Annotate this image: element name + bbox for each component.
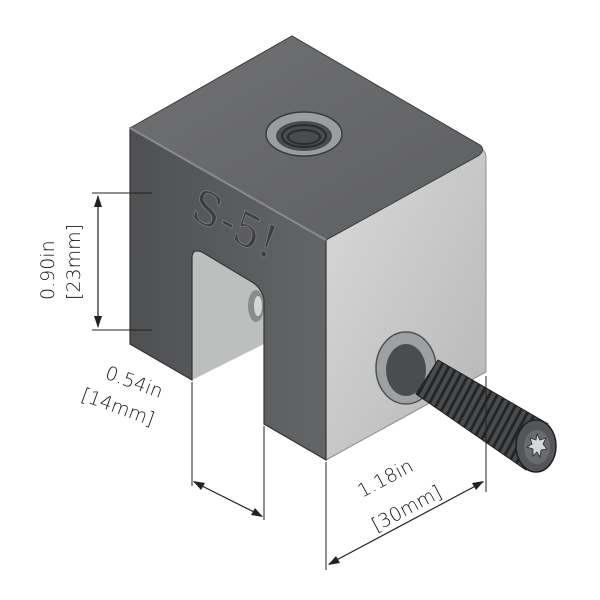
height-imperial-label: 0.90in xyxy=(37,240,59,300)
dimension-height: 0.90in [23mm] xyxy=(37,192,152,331)
height-metric-label: [23mm] xyxy=(63,224,85,300)
dimension-slot: 0.54in [14mm] xyxy=(78,362,265,520)
top-threaded-hole xyxy=(265,111,343,157)
torx-drive-icon xyxy=(526,432,548,459)
set-screw xyxy=(415,359,557,473)
front-face xyxy=(129,126,327,462)
